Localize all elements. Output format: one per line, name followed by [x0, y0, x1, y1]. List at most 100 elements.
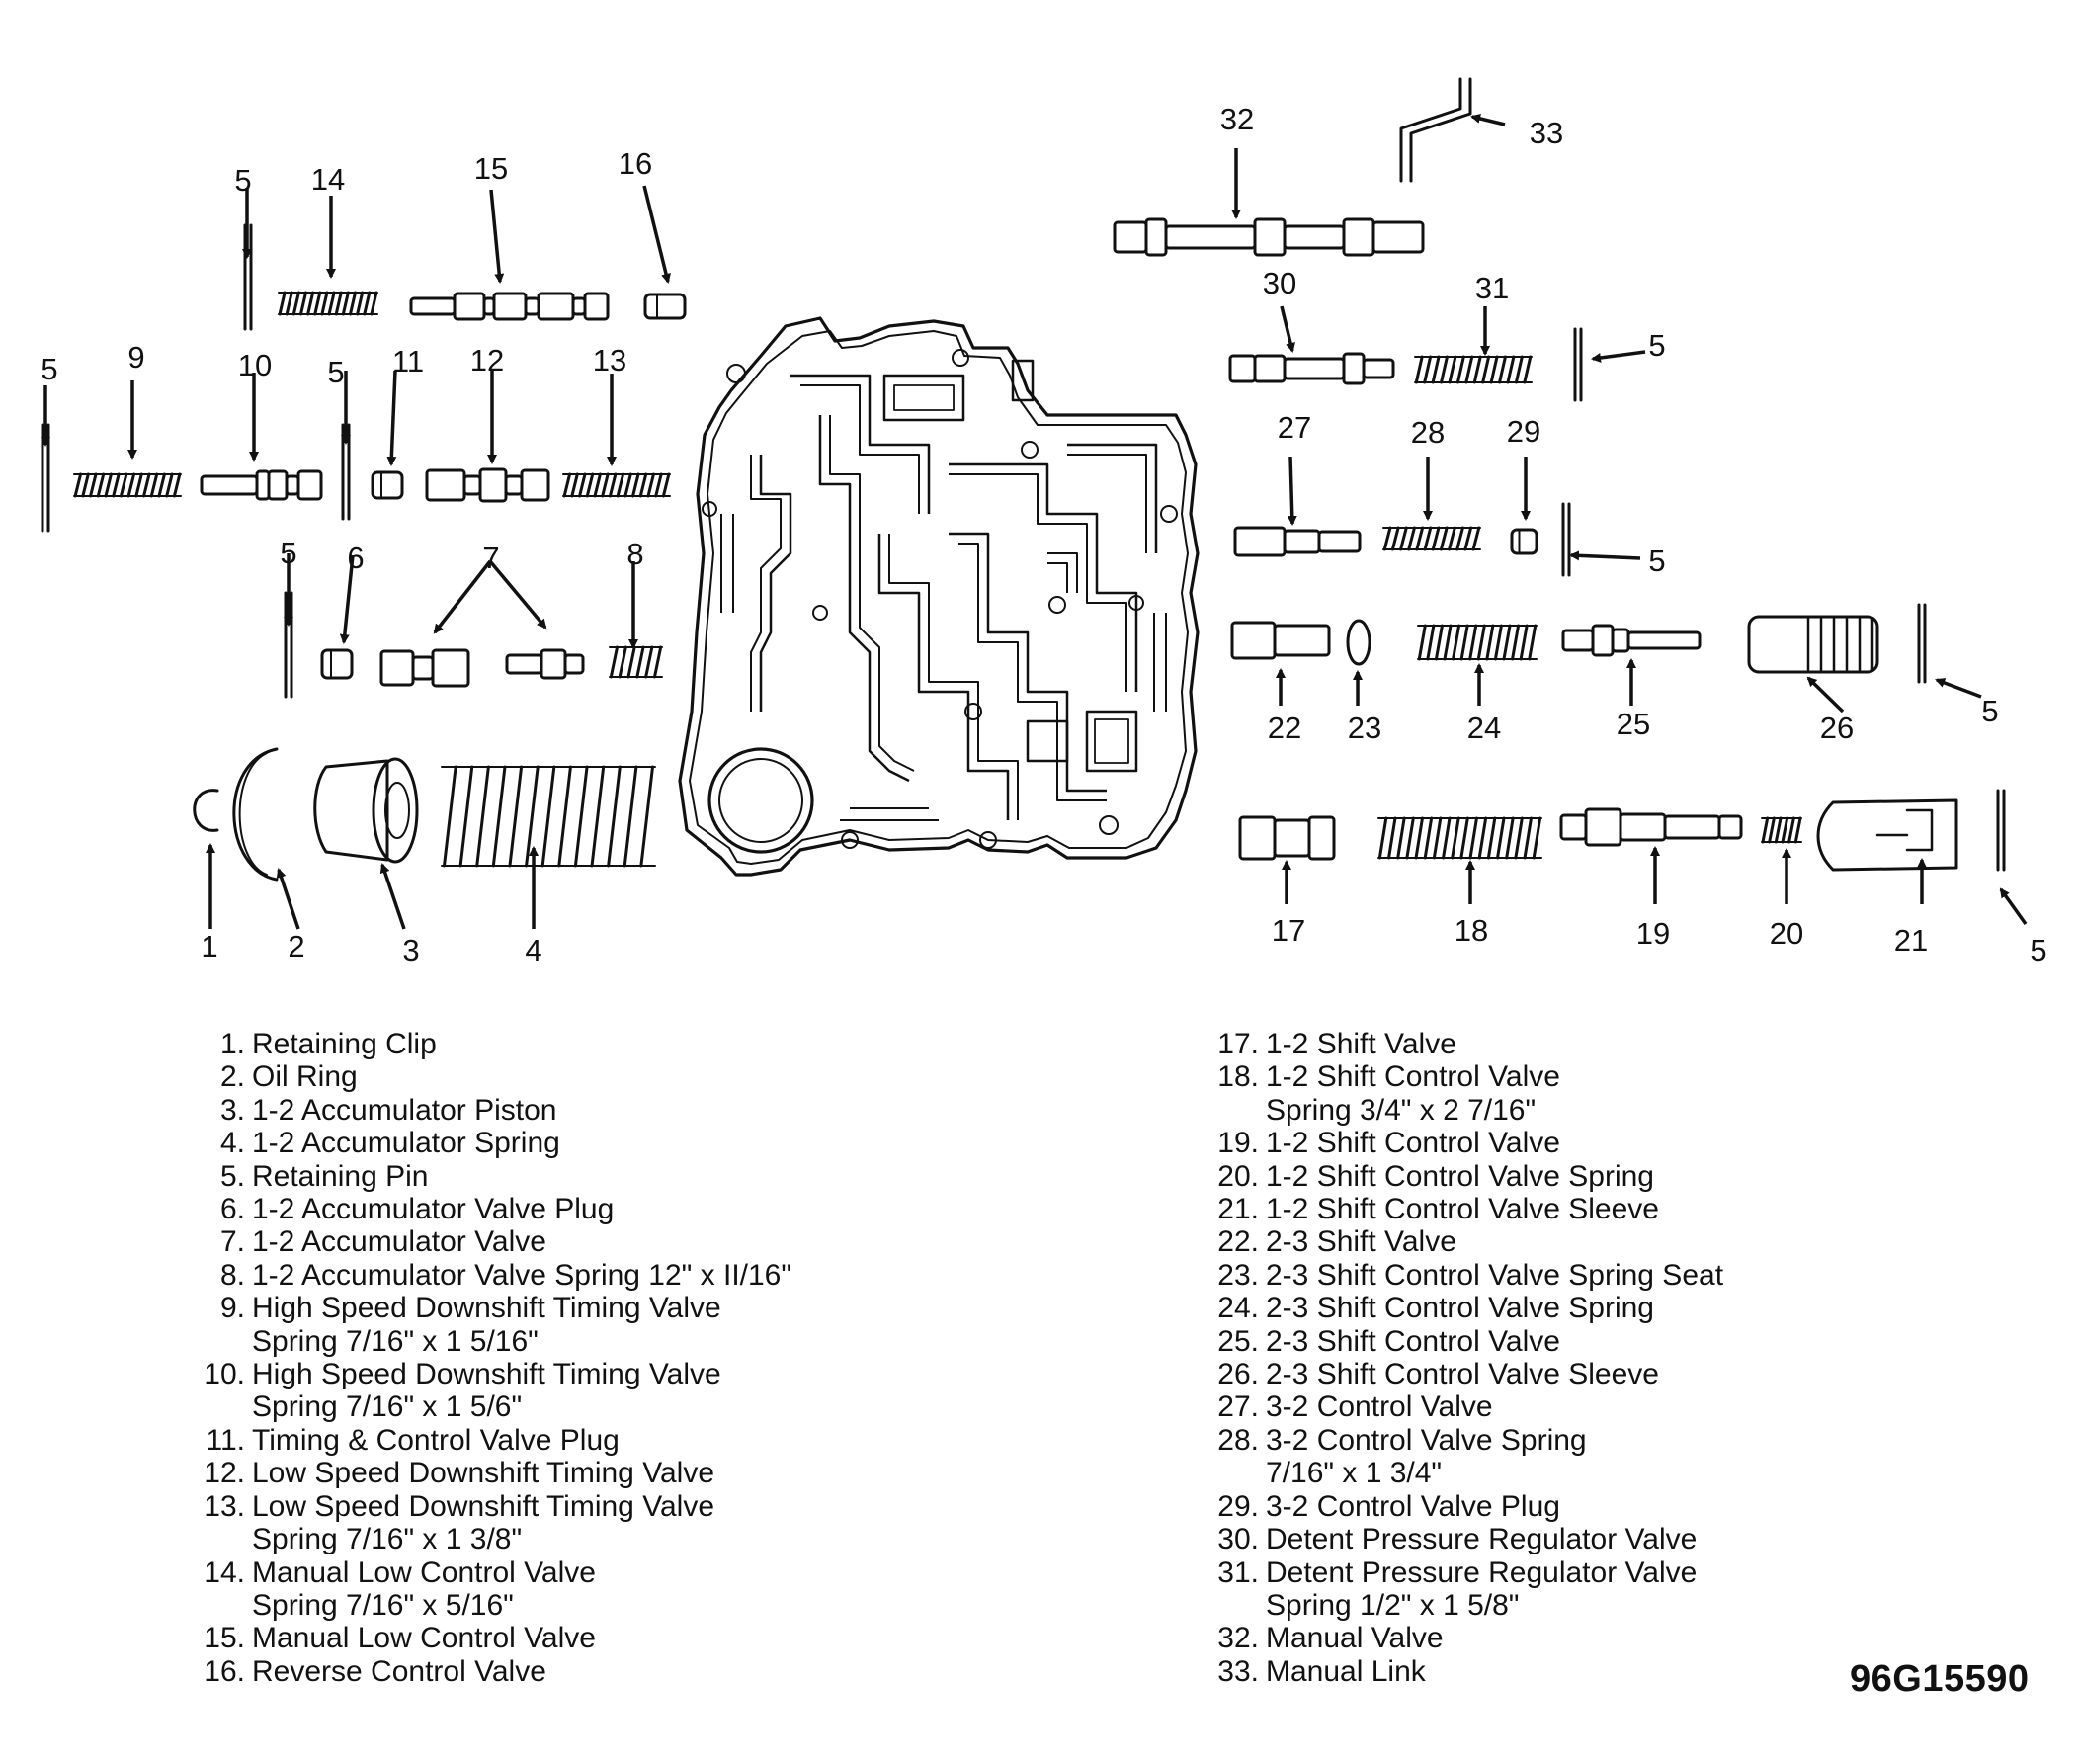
legend-item: 25.2-3 Shift Control Valve [1207, 1325, 1723, 1358]
legend-number: 33. [1217, 1654, 1259, 1688]
leader-arrow [339, 554, 355, 644]
legend-text-line: 2-3 Shift Valve [1266, 1225, 1456, 1259]
spring-8 [609, 645, 663, 679]
legend-text: 1-2 Accumulator Valve [252, 1225, 546, 1258]
leader-arrow [386, 370, 397, 466]
legend-text: 3-2 Control Valve Plug [1266, 1490, 1560, 1523]
legend-number: 15. [204, 1622, 245, 1655]
legend-text: 1-2 Shift Valve [1266, 1028, 1456, 1060]
legend-text-line: Manual Low Control Valve [252, 1555, 596, 1589]
shift-valve-17 [1238, 815, 1336, 861]
legend-number: 14. [204, 1555, 245, 1589]
spring-24 [1417, 624, 1538, 661]
legend-text-line: 1-2 Accumulator Valve Spring 12" x II/16… [252, 1258, 792, 1292]
legend-text-line: Timing & Control Valve Plug [252, 1423, 620, 1457]
legend-text: 2-3 Shift Valve [1266, 1225, 1456, 1258]
callout-number: 4 [525, 933, 541, 967]
callout-number: 6 [347, 541, 364, 575]
callout-number: 26 [1820, 711, 1854, 745]
leader-arrow [1470, 114, 1506, 126]
spring-9 [73, 472, 182, 498]
valve-body-plate [678, 316, 1200, 877]
legend-text-line: Low Speed Downshift Timing Valve [252, 1489, 715, 1523]
legend-text: 2-3 Shift Control Valve Spring [1266, 1292, 1654, 1324]
legend-item: 30.Detent Pressure Regulator Valve [1207, 1523, 1723, 1555]
legend-text-line: Spring 7/16" x 1 3/8" [252, 1523, 523, 1556]
callout-number: 5 [1648, 328, 1665, 363]
spring-seat [1346, 619, 1371, 666]
legend-number: 10. [204, 1358, 245, 1391]
legend-number: 23. [1217, 1258, 1259, 1292]
legend-item: 26.2-3 Shift Control Valve Sleeve [1207, 1358, 1723, 1390]
legend-number: 32. [1217, 1622, 1259, 1655]
legend-number: 28. [1217, 1423, 1259, 1457]
callout-number: 19 [1636, 916, 1670, 951]
legend-item: 23.2-3 Shift Control Valve Spring Seat [1207, 1259, 1723, 1292]
legend-text-line: Retaining Clip [252, 1028, 437, 1060]
detent-pressure-regulator-valve [1228, 352, 1395, 385]
legend-text: Manual Low Control Valve [252, 1622, 596, 1654]
leader-arrow [1569, 550, 1641, 561]
leader-arrow [1591, 350, 1646, 363]
leader-arrow [489, 189, 505, 284]
legend-number: 12. [204, 1457, 245, 1490]
manual-low-control-valve [409, 292, 610, 321]
legend-text: 1-2 Accumulator Spring [252, 1127, 560, 1159]
callout-number: 28 [1411, 415, 1445, 450]
legend-text-line: Oil Ring [252, 1060, 358, 1094]
callout-number: 11 [392, 344, 424, 378]
legend-text: 1-2 Shift Control Valve Sleeve [1266, 1193, 1659, 1225]
legend-text: 2-3 Shift Control Valve [1266, 1325, 1560, 1358]
leader-arrow [1806, 676, 1845, 714]
legend-item: 22.2-3 Shift Valve [1207, 1225, 1723, 1258]
legend-number: 22. [1217, 1225, 1259, 1259]
shift-control-valve-sleeve-21 [1816, 798, 1958, 872]
legend-number: 30. [1217, 1523, 1259, 1556]
legend-text-line: Reverse Control Valve [252, 1654, 546, 1688]
legend-text: Reverse Control Valve [252, 1655, 546, 1688]
legend-item: 27.3-2 Control Valve [1207, 1390, 1723, 1423]
callout-number: 12 [470, 343, 504, 378]
legend-text-line: High Speed Downshift Timing Valve [252, 1292, 721, 1325]
legend-text-line: 2-3 Shift Control Valve [1266, 1324, 1560, 1358]
legend-item: 4.1-2 Accumulator Spring [194, 1127, 791, 1159]
legend-text: Retaining Pin [252, 1160, 428, 1193]
leader-arrow [433, 559, 492, 634]
callout-number: 5 [1648, 544, 1665, 578]
legend-text-line: Spring 1/2" x 1 5/8" [1266, 1588, 1520, 1622]
control-valve-27 [1233, 526, 1362, 557]
legend-text-line: 2-3 Shift Control Valve Sleeve [1266, 1358, 1659, 1391]
legend-text: Manual Link [1266, 1655, 1426, 1688]
timing-control-valve-plug [371, 470, 404, 500]
accumulator-spring [441, 765, 656, 868]
legend-item: 21.1-2 Shift Control Valve Sleeve [1207, 1193, 1723, 1225]
legend-text: 1-2 Shift Control Valve [1266, 1127, 1560, 1159]
legend-number: 17. [1217, 1028, 1259, 1060]
legend-item: 24.2-3 Shift Control Valve Spring [1207, 1292, 1723, 1324]
callout-number: 31 [1475, 271, 1509, 305]
callout-number: 24 [1467, 711, 1501, 745]
legend-item: 17.1-2 Shift Valve [1207, 1028, 1723, 1060]
leader-arrow [488, 559, 547, 630]
legend-text-line: Retaining Pin [252, 1159, 429, 1193]
legend-text-line: 7/16" x 1 3/4" [1266, 1457, 1443, 1490]
retaining-pin [1561, 502, 1571, 577]
legend-item: 33.Manual Link [1207, 1655, 1723, 1688]
spring-13 [562, 472, 671, 498]
legend-number: 3. [219, 1093, 245, 1127]
legend-text: 1-2 Accumulator Piston [252, 1094, 556, 1127]
legend-item: 6.1-2 Accumulator Valve Plug [194, 1193, 791, 1225]
callout-number: 3 [402, 933, 419, 967]
legend-text-line: Spring 7/16" x 1 5/16" [252, 1324, 539, 1358]
leader-arrow [1287, 456, 1297, 526]
legend-number: 8. [219, 1258, 245, 1292]
callout-number: 5 [234, 163, 251, 198]
legend-text: 1-2 Shift Control Valve Spring [1266, 1160, 1654, 1193]
